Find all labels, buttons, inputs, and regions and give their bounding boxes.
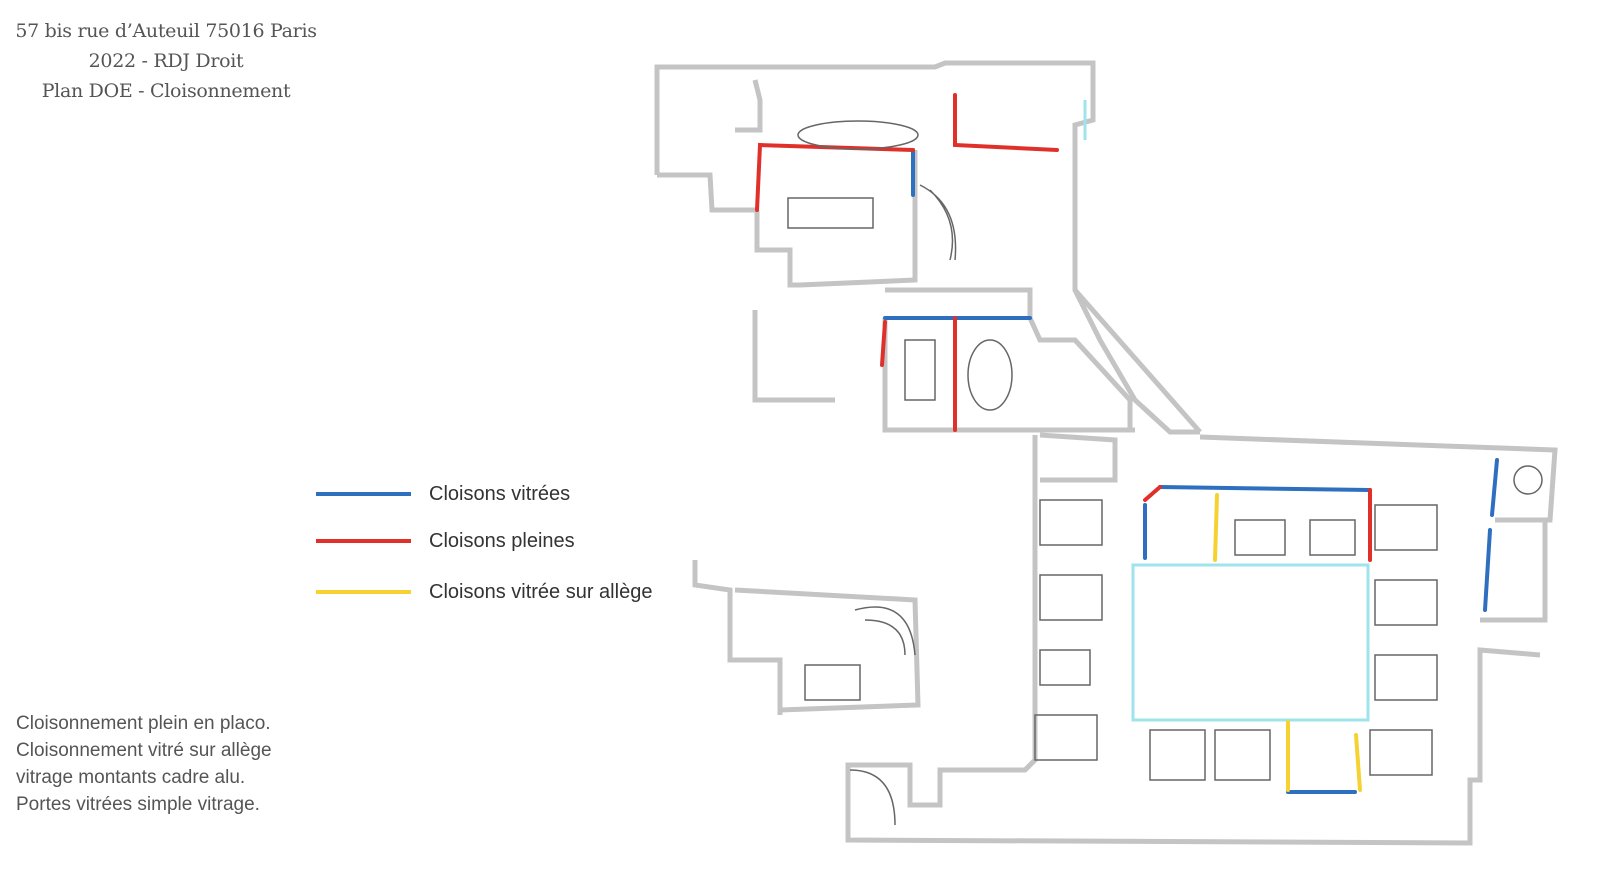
round-table: [1513, 465, 1543, 495]
wall: [799, 150, 918, 288]
spiral-stair: [849, 769, 896, 826]
glass-frame: [1083, 100, 1370, 722]
walls: [654, 60, 1558, 846]
solid-partition: [1143, 485, 1162, 502]
wall: [657, 172, 757, 213]
legend-label: Cloisons vitrées: [429, 482, 571, 505]
reception-desk: [797, 120, 919, 150]
desk-cluster: [1039, 649, 1091, 686]
wall: [692, 560, 783, 715]
wall: [885, 287, 1033, 318]
desk-cluster: [804, 664, 861, 701]
desk-cluster: [1214, 729, 1271, 781]
wall: [1027, 316, 1133, 430]
meeting-table: [904, 339, 936, 401]
desk-cluster: [1034, 714, 1098, 761]
plan-title: Plan DOE - Cloisonnement: [41, 80, 291, 102]
note-line: Cloisonnement plein en placo.: [16, 713, 271, 734]
allege-partition: [1354, 733, 1362, 792]
legend-item-glass: Cloisons vitrées: [316, 479, 570, 509]
wall: [1072, 288, 1200, 435]
meeting-table: [787, 197, 874, 229]
notes: Cloisonnement plein en placo. Cloisonnem…: [16, 710, 298, 818]
glass-partition: [1490, 458, 1499, 517]
desk-cluster: [1374, 579, 1438, 626]
desk-cluster: [1039, 499, 1103, 546]
wall: [1480, 520, 1548, 623]
spiral-stair: [919, 184, 957, 261]
project-name: 2022 - RDJ Droit: [88, 50, 244, 72]
desk-cluster: [1309, 519, 1356, 556]
desk-cluster: [1374, 504, 1438, 551]
wall: [735, 79, 763, 133]
glass-room-frame: [1131, 563, 1370, 722]
wall: [1199, 434, 1558, 523]
wall: [845, 435, 1541, 846]
wall: [882, 318, 1135, 433]
note-line: Cloisonnement vitré sur allège: [16, 740, 272, 761]
partitions: [755, 93, 1499, 794]
legend-label: Cloisons pleines: [429, 529, 575, 552]
wall: [752, 310, 835, 403]
legend-swatch-yellow: [316, 590, 411, 594]
solid-partition: [755, 142, 915, 212]
allege-partition: [1213, 493, 1219, 562]
legend-swatch-red: [316, 539, 411, 543]
note-line: Portes vitrées simple vitrage.: [16, 794, 260, 815]
oval-table: [967, 339, 1013, 411]
desk-cluster: [1234, 519, 1286, 556]
wall: [754, 210, 800, 288]
desk-cluster: [1149, 729, 1206, 781]
wall: [734, 587, 921, 713]
desk-cluster: [1374, 654, 1438, 701]
wall: [654, 60, 1202, 434]
wall: [1039, 432, 1118, 483]
address: 57 bis rue d’Auteuil 75016 Paris: [15, 20, 317, 42]
partitions-glass: [883, 148, 1499, 794]
plan-header: 57 bis rue d’Auteuil 75016 Paris 2022 - …: [0, 16, 332, 106]
partitions-allege: [1213, 493, 1362, 792]
desk-cluster: [1039, 574, 1103, 621]
legend-item-solid: Cloisons pleines: [316, 526, 575, 556]
legend-item-allege: Cloisons vitrée sur allège: [316, 577, 652, 607]
desk-cluster: [1369, 729, 1433, 776]
spiral-stair: [854, 606, 916, 656]
glass-partition: [1483, 528, 1492, 612]
legend-label: Cloisons vitrée sur allège: [429, 580, 653, 603]
solid-partition: [880, 320, 887, 367]
solid-partition: [953, 93, 1059, 152]
glass-partition: [1158, 485, 1372, 492]
note-line: vitrage montants cadre alu.: [16, 767, 246, 788]
furniture: [787, 120, 1543, 826]
legend-swatch-blue: [316, 492, 411, 496]
